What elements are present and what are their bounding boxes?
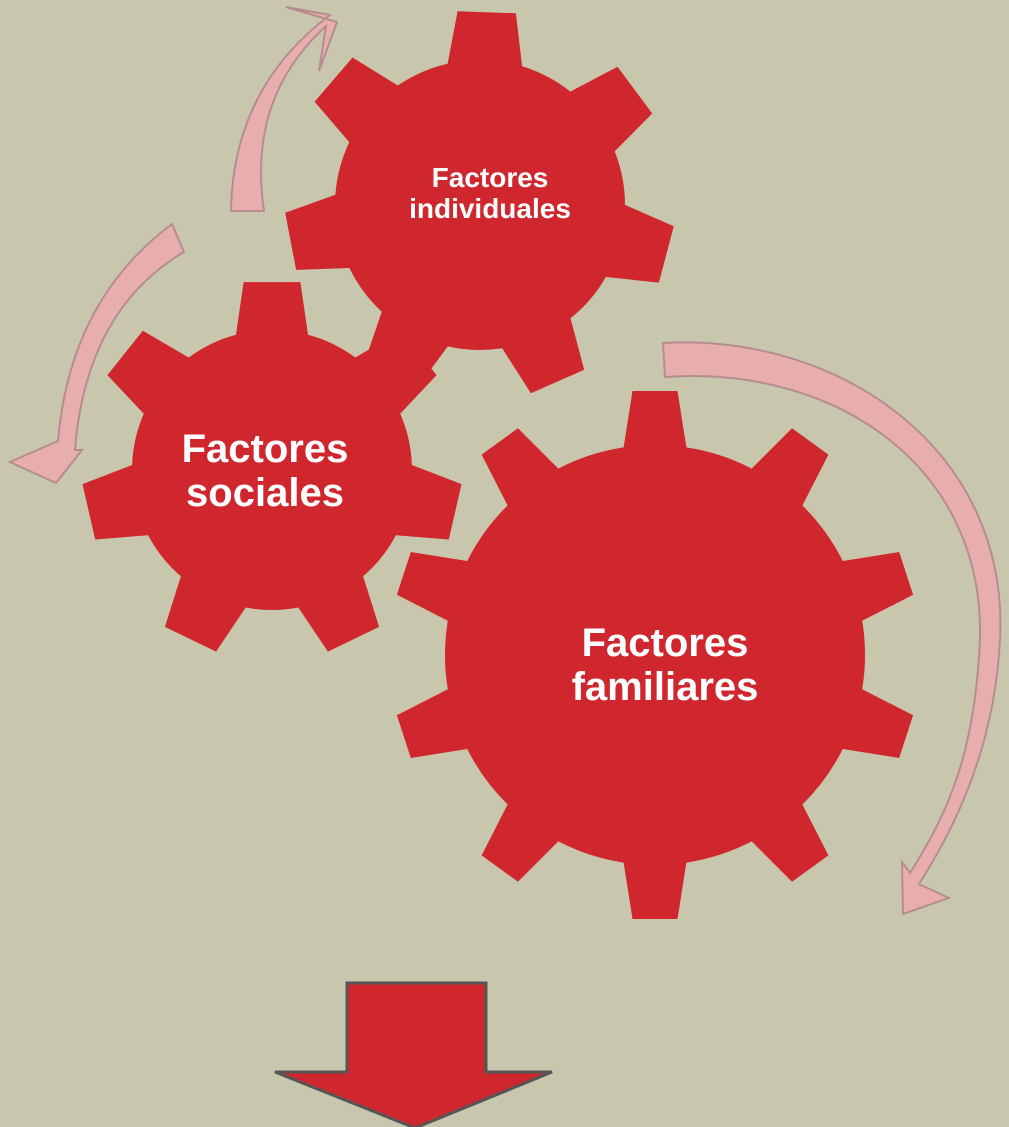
gear-family	[396, 391, 914, 919]
gear-social	[82, 282, 462, 652]
cycle-arrow-top	[229, 6, 339, 212]
gear-individual	[285, 11, 674, 394]
cycle-arrow-right	[661, 341, 1002, 916]
cycle-arrow-left	[7, 222, 186, 485]
down-arrow	[274, 981, 553, 1127]
